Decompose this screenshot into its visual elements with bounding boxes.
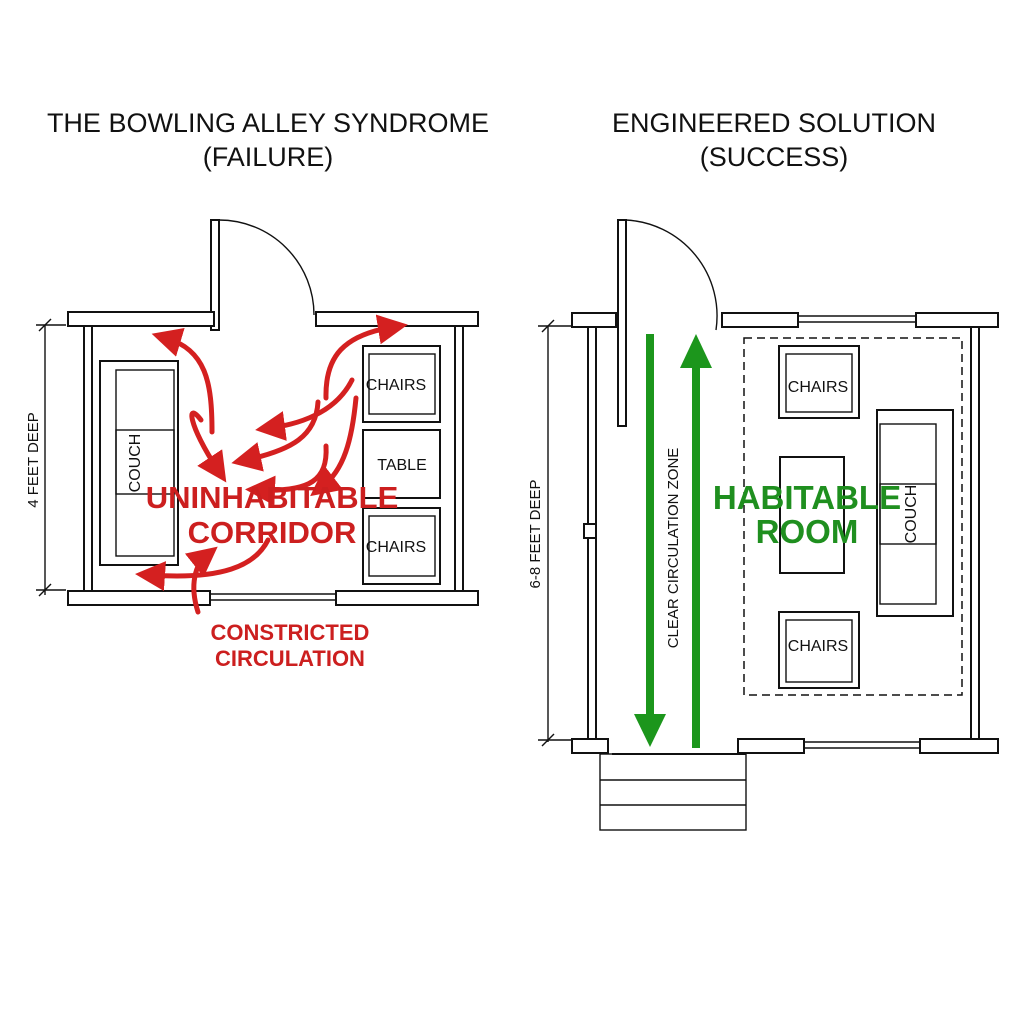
- left-dimension: 4 FEET DEEP: [25, 318, 66, 597]
- habitable-label-line2: ROOM: [756, 513, 859, 550]
- habitable-zone-outline: [743, 337, 963, 696]
- left-dimension-label: 4 FEET DEEP: [25, 412, 42, 508]
- right-dimension: 6-8 FEET DEEP: [527, 319, 572, 747]
- constricted-circulation-arrows: [135, 314, 408, 615]
- right-chairs-bottom-label: CHAIRS: [788, 638, 848, 655]
- constricted-note-line1: CONSTRICTED: [211, 620, 370, 645]
- uninhabitable-label-line2: CORRIDOR: [188, 515, 357, 550]
- right-chairs-top-label: CHAIRS: [788, 379, 848, 396]
- left-walls: [67, 311, 479, 606]
- left-couch: COUCH: [99, 360, 179, 566]
- right-chairs-top: CHAIRS: [778, 345, 860, 419]
- right-couch: COUCH: [876, 409, 954, 617]
- right-couch-label: COUCH: [903, 485, 920, 544]
- left-title-line1: THE BOWLING ALLEY SYNDROME: [47, 108, 489, 138]
- left-chairs-top: CHAIRS: [362, 345, 441, 423]
- left-panel: THE BOWLING ALLEY SYNDROME (FAILURE): [25, 108, 489, 671]
- habitable-label-line1: HABITABLE: [713, 479, 901, 516]
- right-chairs-bottom: CHAIRS: [778, 611, 860, 689]
- left-chairs-bottom: CHAIRS: [362, 507, 441, 585]
- entry-steps: [599, 753, 747, 831]
- right-door: [617, 219, 718, 427]
- right-panel: ENGINEERED SOLUTION (SUCCESS): [527, 108, 999, 831]
- left-door: [210, 219, 315, 331]
- right-title-line2: (SUCCESS): [700, 142, 849, 172]
- left-table-label: TABLE: [377, 457, 427, 474]
- right-title-line1: ENGINEERED SOLUTION: [612, 108, 936, 138]
- right-table: [779, 456, 845, 574]
- left-table: TABLE: [362, 429, 441, 499]
- clear-circulation-zone-label: CLEAR CIRCULATION ZONE: [665, 448, 682, 649]
- clear-circulation-arrows: CLEAR CIRCULATION ZONE: [634, 334, 712, 748]
- left-chairs-bottom-label: CHAIRS: [366, 539, 426, 556]
- right-walls: [571, 312, 999, 754]
- uninhabitable-label-line1: UNINHABITABLE: [146, 480, 399, 515]
- constricted-note-line2: CIRCULATION: [215, 646, 365, 671]
- left-title-line2: (FAILURE): [203, 142, 334, 172]
- left-couch-label: COUCH: [127, 434, 144, 493]
- left-chairs-top-label: CHAIRS: [366, 377, 426, 394]
- right-dimension-label: 6-8 FEET DEEP: [527, 480, 544, 589]
